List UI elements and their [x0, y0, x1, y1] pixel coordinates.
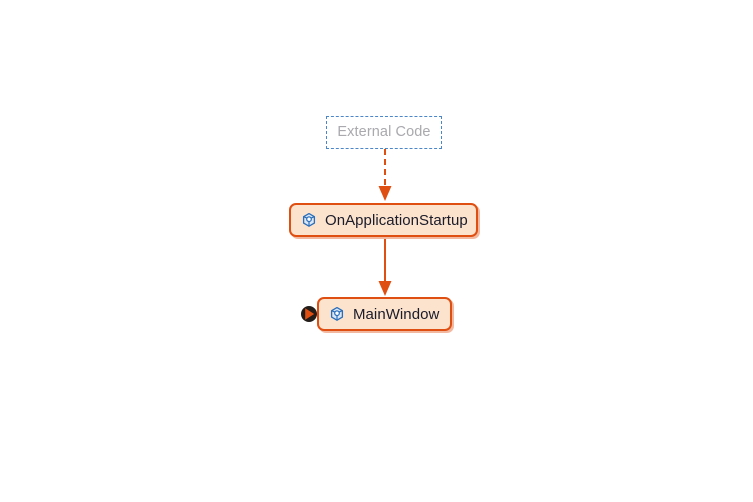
component-cube-icon	[302, 212, 316, 227]
node-external-code-label: External Code	[337, 124, 431, 141]
node-on-application-startup[interactable]: OnApplicationStartup	[289, 203, 478, 237]
edge-external-to-startup	[378, 149, 392, 201]
node-external-code[interactable]: External Code	[326, 116, 442, 149]
node-main-window[interactable]: MainWindow	[317, 297, 452, 331]
node-main-window-label: MainWindow	[353, 305, 440, 323]
node-on-application-startup-label: OnApplicationStartup	[325, 211, 468, 229]
entry-point-marker-icon[interactable]	[300, 305, 318, 323]
arrowhead-down-icon	[378, 281, 392, 296]
edge-startup-to-mainwindow	[378, 239, 392, 296]
arrowhead-down-icon	[378, 186, 392, 201]
component-cube-icon	[330, 306, 344, 321]
